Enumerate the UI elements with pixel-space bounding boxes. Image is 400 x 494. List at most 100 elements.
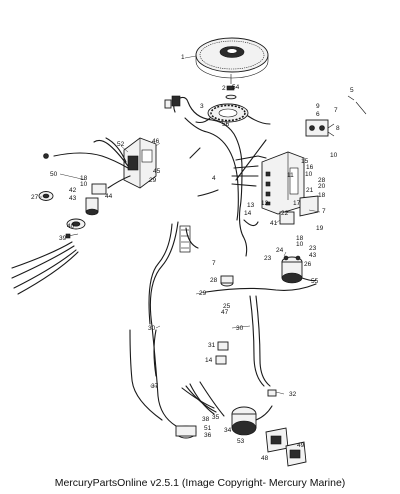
solenoid-lead-55 [301, 277, 317, 282]
callout-28a: 28 [318, 177, 326, 184]
callout-46: 46 [152, 138, 160, 145]
callout-27: 27 [31, 194, 39, 201]
callout-14a: 14 [244, 210, 252, 217]
callout-7c: 7 [212, 260, 216, 267]
callout-49: 49 [297, 442, 305, 449]
switch-box[interactable] [123, 137, 157, 189]
clip-32[interactable] [267, 389, 277, 397]
callout-43: 43 [69, 195, 77, 202]
callout-21: 21 [306, 187, 314, 194]
callout-7b: 7 [322, 208, 326, 215]
callout-leaders [40, 142, 321, 395]
callout-55: 55 [311, 278, 319, 285]
callout-51: 51 [204, 425, 212, 432]
callout-10b: 10 [80, 181, 88, 188]
callout-6: 6 [316, 111, 320, 118]
callout-47: 47 [221, 309, 229, 316]
flywheel[interactable] [195, 37, 269, 79]
callout-36: 36 [204, 432, 212, 439]
callout-25: 25 [223, 303, 231, 310]
cable-harness-lower-left[interactable] [11, 241, 79, 295]
clip-31[interactable] [217, 341, 229, 351]
callout-18: 18 [80, 175, 88, 182]
callout-35: 35 [212, 414, 220, 421]
callout-48: 48 [261, 455, 269, 462]
stator-lead [247, 115, 271, 125]
main-wiring-harness[interactable] [164, 95, 267, 257]
callout-42: 42 [69, 187, 77, 194]
callout-11: 11 [287, 172, 294, 179]
callout-17: 17 [293, 200, 301, 207]
callout-16: 16 [306, 164, 314, 171]
wiring-exploded-diagram: 1 2 54 3 56 5 9 6 7 8 10 4 46 52 50 18 1… [11, 37, 367, 467]
callout-23a: 23 [309, 245, 317, 252]
callout-12: 12 [261, 200, 269, 207]
part-callouts: 1 2 54 3 56 5 9 6 7 8 10 4 46 52 50 18 1… [31, 54, 354, 462]
grommet-49[interactable] [285, 441, 307, 467]
lower-solenoid[interactable] [175, 425, 197, 439]
hardware-27[interactable] [38, 191, 54, 201]
remote-control-harness[interactable] [148, 221, 271, 427]
rectifier[interactable] [305, 119, 335, 137]
starter-solenoid[interactable] [281, 255, 303, 284]
callout-54: 54 [232, 84, 240, 91]
clip-14[interactable] [215, 355, 227, 365]
callout-18c: 18 [296, 235, 304, 242]
callout-30a: 30 [148, 325, 156, 332]
callout-10d: 10 [296, 241, 304, 248]
callout-23b: 23 [264, 255, 272, 262]
callout-10: 10 [330, 152, 338, 159]
callout-34: 34 [224, 427, 232, 434]
stator[interactable] [207, 103, 249, 123]
callout-14b: 14 [205, 357, 213, 364]
callout-15: 15 [301, 158, 309, 165]
hardware-40[interactable] [66, 218, 86, 230]
callout-44: 44 [105, 193, 113, 200]
stator-lead-2 [195, 117, 211, 124]
callout-41: 41 [270, 220, 278, 227]
callout-13: 13 [247, 202, 255, 209]
callout-30b: 30 [236, 325, 244, 332]
callout-50: 50 [50, 171, 58, 178]
ring-terminal-cable[interactable] [179, 225, 199, 253]
rectifier-lead-5 [347, 95, 367, 115]
ignition-coil-leads[interactable] [43, 137, 131, 195]
callout-1: 1 [181, 54, 185, 61]
callout-22: 22 [281, 210, 289, 217]
callout-52: 52 [117, 141, 125, 148]
flywheel-nut[interactable] [225, 74, 237, 100]
copyright-footer: MercuryPartsOnline v2.5.1 (Image Copyrig… [54, 477, 346, 489]
callout-26: 26 [304, 261, 312, 268]
callout-29a: 29 [149, 177, 157, 184]
battery-cable[interactable] [205, 283, 317, 293]
callout-56: 56 [222, 121, 230, 128]
callout-2: 2 [222, 85, 226, 92]
fuse-44[interactable] [85, 197, 99, 216]
callout-18b: 18 [318, 192, 326, 199]
callout-3: 3 [200, 103, 204, 110]
callout-38: 38 [202, 416, 210, 423]
callout-32: 32 [289, 391, 297, 398]
spark-plug-lead-47[interactable] [189, 139, 267, 181]
callout-10c: 10 [305, 171, 313, 178]
callout-28b: 28 [210, 277, 218, 284]
bolt-39[interactable] [65, 233, 79, 239]
callout-7: 7 [334, 107, 338, 114]
callout-20: 20 [318, 183, 326, 190]
callout-24: 24 [276, 247, 284, 254]
grommet-48[interactable] [265, 427, 289, 453]
callout-39: 39 [59, 235, 67, 242]
callout-40: 40 [67, 223, 75, 230]
callout-43b: 43 [309, 252, 317, 259]
callout-29b: 29 [199, 290, 207, 297]
callout-8: 8 [336, 125, 340, 132]
fuse-holder[interactable] [220, 275, 234, 287]
lower-harness[interactable] [129, 329, 225, 421]
callout-9: 9 [316, 103, 320, 110]
callout-45: 45 [153, 168, 161, 175]
starter-motor[interactable] [231, 405, 273, 436]
callout-5: 5 [350, 87, 354, 94]
callout-53: 53 [237, 438, 245, 445]
callout-37: 37 [151, 383, 159, 390]
